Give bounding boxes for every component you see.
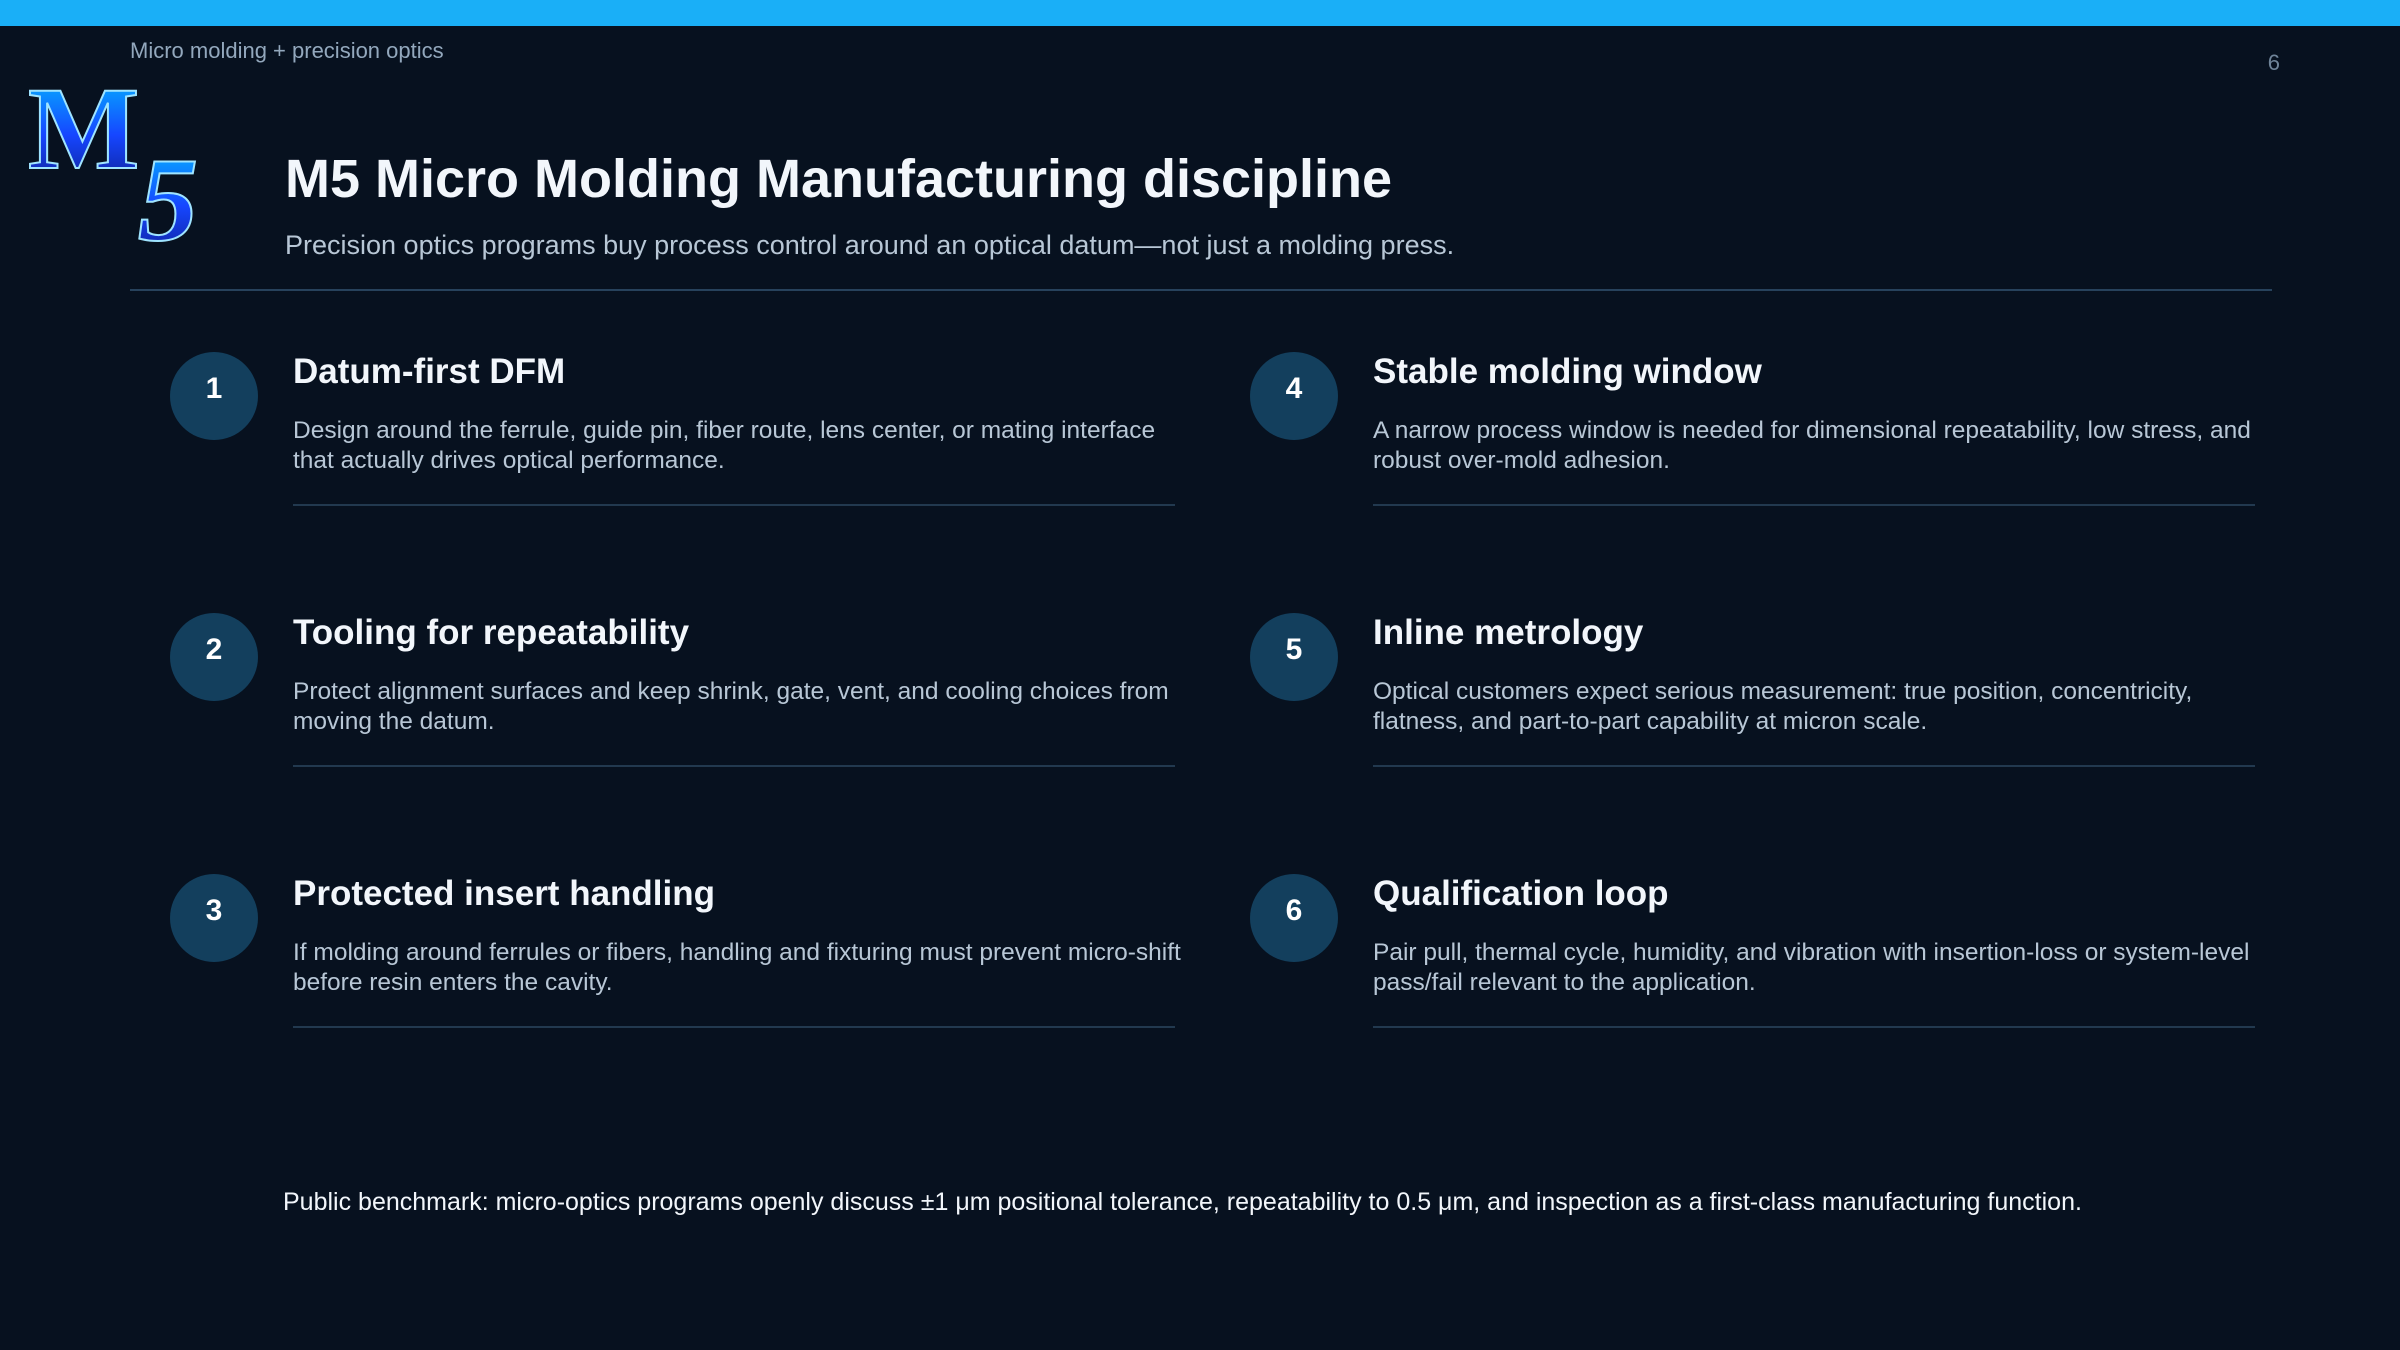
item-title: Tooling for repeatability xyxy=(293,613,690,652)
page-number: 6 xyxy=(2267,50,2280,75)
logo-letter-m: M xyxy=(28,68,139,194)
item-body: Optical customers expect serious measure… xyxy=(1373,678,2193,735)
logo-digit-5: 5 xyxy=(138,133,198,248)
item-divider xyxy=(293,765,1175,767)
item-divider xyxy=(1373,1026,2255,1028)
step-badge: 6 xyxy=(1250,874,1338,962)
item-body: If molding around ferrules or fibers, ha… xyxy=(293,939,1181,996)
step-badge: 5 xyxy=(1250,613,1338,701)
section-kicker: Micro molding + precision optics xyxy=(130,38,444,63)
item-body: Design around the ferrule, guide pin, fi… xyxy=(293,417,1156,474)
item-body: A narrow process window is needed for di… xyxy=(1373,417,2251,474)
item-title: Datum-first DFM xyxy=(293,352,566,391)
discipline-item-4: 4 Stable molding window A narrow process… xyxy=(1250,352,2255,572)
item-body: Pair pull, thermal cycle, humidity, and … xyxy=(1373,939,2250,996)
item-title: Qualification loop xyxy=(1373,874,1669,913)
item-divider xyxy=(1373,765,2255,767)
discipline-item-3: 3 Protected insert handling If molding a… xyxy=(170,874,1181,1094)
item-divider xyxy=(1373,504,2255,506)
page-subtitle: Precision optics programs buy process co… xyxy=(285,230,1455,260)
header-divider xyxy=(130,289,2272,291)
m5-logo: M 5 xyxy=(27,68,199,248)
step-badge: 2 xyxy=(170,613,258,701)
benchmark-footnote: Public benchmark: micro-optics programs … xyxy=(283,1188,2082,1216)
item-divider xyxy=(293,1026,1175,1028)
step-badge: 1 xyxy=(170,352,258,440)
item-divider xyxy=(293,504,1175,506)
page-title: M5 Micro Molding Manufacturing disciplin… xyxy=(285,149,1393,209)
discipline-item-1: 1 Datum-first DFM Design around the ferr… xyxy=(170,352,1175,572)
item-body: Protect alignment surfaces and keep shri… xyxy=(293,678,1169,735)
discipline-item-6: 6 Qualification loop Pair pull, thermal … xyxy=(1250,874,2255,1094)
top-accent-bar xyxy=(0,0,2400,26)
step-badge: 4 xyxy=(1250,352,1338,440)
discipline-item-2: 2 Tooling for repeatability Protect alig… xyxy=(170,613,1175,833)
item-title: Stable molding window xyxy=(1373,352,1762,391)
item-title: Inline metrology xyxy=(1373,613,1644,652)
step-badge: 3 xyxy=(170,874,258,962)
item-title: Protected insert handling xyxy=(293,874,715,913)
discipline-item-5: 5 Inline metrology Optical customers exp… xyxy=(1250,613,2255,833)
